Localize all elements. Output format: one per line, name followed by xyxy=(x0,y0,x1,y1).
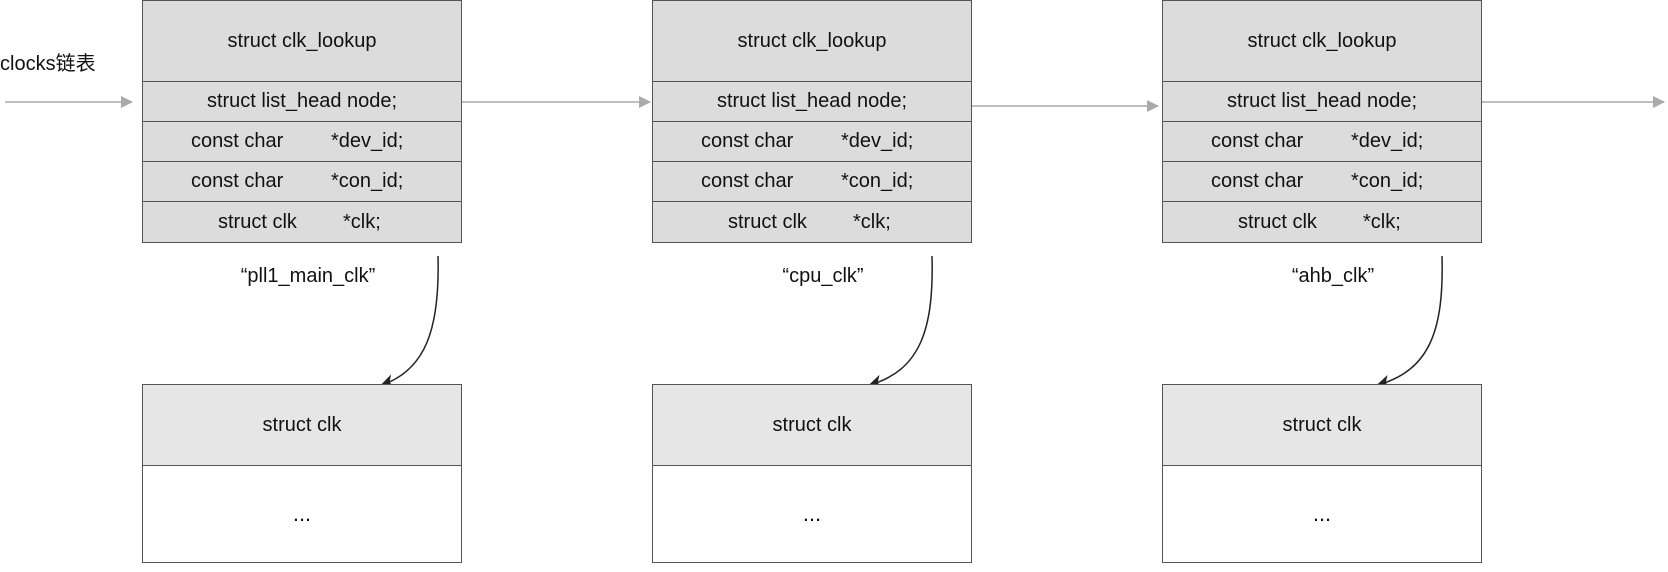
clk-ptr-row: struct clk *clk; xyxy=(1163,202,1481,242)
clk-ptr-row: struct clk *clk; xyxy=(653,202,971,242)
dev-id-row: const char *dev_id; xyxy=(143,122,461,162)
dev-id-type: const char xyxy=(701,130,794,152)
struct-clk-box-2: struct clk ... xyxy=(652,384,972,563)
dev-id-row: const char *dev_id; xyxy=(1163,122,1481,162)
list-head-node-row: struct list_head node; xyxy=(1163,82,1481,122)
clock-name-label-1: “pll1_main_clk” xyxy=(240,265,376,287)
node-field: struct list_head node; xyxy=(1226,90,1418,112)
clk-ptr-field: *clk; xyxy=(853,210,891,233)
con-id-type: const char xyxy=(191,170,284,192)
con-id-row: const char *con_id; xyxy=(653,162,971,202)
con-id-type: const char xyxy=(701,170,794,192)
dev-id-type: const char xyxy=(1211,130,1304,152)
clk-lookup-box-2: struct clk_lookup struct list_head node;… xyxy=(652,0,972,243)
clk-lookup-header: struct clk_lookup xyxy=(1163,1,1481,82)
struct-clk-body: ... xyxy=(1312,501,1332,526)
struct-clk-body: ... xyxy=(802,501,822,526)
node-field: struct list_head node; xyxy=(206,90,398,112)
con-id-field: *con_id; xyxy=(331,170,404,192)
list-head-node-row: struct list_head node; xyxy=(653,82,971,122)
struct-clk-header: struct clk xyxy=(653,385,971,466)
con-id-row: const char *con_id; xyxy=(1163,162,1481,202)
clk-ptr-field: *clk; xyxy=(1363,210,1401,233)
dev-id-field: *dev_id; xyxy=(841,130,914,152)
clk-ptr-type: struct clk xyxy=(728,210,807,233)
dev-id-type: const char xyxy=(191,130,284,152)
con-id-field: *con_id; xyxy=(1351,170,1424,192)
clk-pointer-arrow-2 xyxy=(868,255,933,389)
con-id-field: *con_id; xyxy=(841,170,914,192)
clk-lookup-header: struct clk_lookup xyxy=(143,1,461,82)
struct-clk-box-1: struct clk ... xyxy=(142,384,462,563)
clk-lookup-box-1: struct clk_lookup struct list_head node;… xyxy=(142,0,462,243)
dev-id-field: *dev_id; xyxy=(331,130,404,152)
struct-clk-body: ... xyxy=(292,501,312,526)
clk-ptr-type: struct clk xyxy=(1238,210,1317,233)
dev-id-row: const char *dev_id; xyxy=(653,122,971,162)
list-head-node-row: struct list_head node; xyxy=(143,82,461,122)
clock-name-label-3: “ahb_clk” xyxy=(1291,265,1375,287)
clk-ptr-type: struct clk xyxy=(218,210,297,233)
clock-name-label-2: “cpu_clk” xyxy=(782,265,864,287)
clocks-list-label: clocks链表 xyxy=(0,53,96,75)
struct-clk-box-3: struct clk ... xyxy=(1162,384,1482,563)
struct-clk-header: struct clk xyxy=(1163,385,1481,466)
dev-id-field: *dev_id; xyxy=(1351,130,1424,152)
clk-ptr-row: struct clk *clk; xyxy=(143,202,461,242)
clk-pointer-arrow-3 xyxy=(1376,255,1443,389)
clk-lookup-header: struct clk_lookup xyxy=(653,1,971,82)
struct-clk-header: struct clk xyxy=(143,385,461,466)
con-id-type: const char xyxy=(1211,170,1304,192)
node-field: struct list_head node; xyxy=(716,90,908,112)
clk-ptr-field: *clk; xyxy=(343,210,381,233)
clk-lookup-box-3: struct clk_lookup struct list_head node;… xyxy=(1162,0,1482,243)
clk-pointer-arrow-1 xyxy=(380,255,439,388)
con-id-row: const char *con_id; xyxy=(143,162,461,202)
